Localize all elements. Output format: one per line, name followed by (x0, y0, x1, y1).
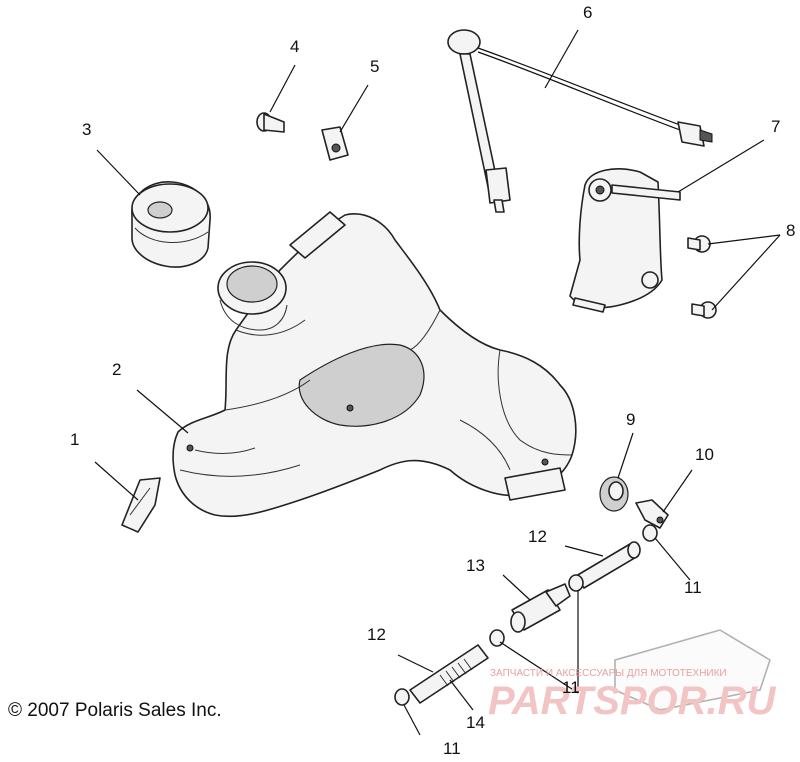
watermark-tagline: ЗАПЧАСТИ И АКСЕССУАРЫ ДЛЯ МОТОТЕХНИКИ (490, 668, 727, 679)
callout-3: 3 (82, 120, 91, 139)
callout-7: 7 (771, 117, 780, 136)
watermark: ЗАПЧАСТИ И АКСЕССУАРЫ ДЛЯ МОТОТЕХНИКИ PA… (488, 668, 777, 723)
part-3-fuel-cap (131, 181, 211, 268)
part-13-fuel-filter (510, 583, 571, 633)
callout-14: 14 (466, 713, 485, 732)
callout-8: 8 (786, 221, 795, 240)
callout-6: 6 (583, 3, 592, 22)
callout-11-lower: 11 (443, 739, 461, 758)
copyright-notice: © 2007 Polaris Sales Inc. (8, 700, 222, 721)
callout-5: 5 (370, 57, 379, 76)
part-14-hose-spring (439, 658, 473, 687)
part-12-hose-lower (409, 644, 489, 704)
part-5-clip-nut (321, 126, 349, 161)
callout-9: 9 (626, 410, 635, 429)
callout-4: 4 (290, 37, 299, 56)
faded-bracket (614, 629, 771, 711)
part-7-shield (569, 168, 681, 313)
part-4-bolt (256, 112, 285, 133)
leader-lines (94, 29, 781, 736)
callout-12-upper: 12 (528, 527, 547, 546)
part-11-clamps (394, 524, 658, 706)
part-6-fuel-sender (447, 29, 713, 213)
watermark-brand: PARTSPOR.RU (488, 679, 777, 723)
part-1-bracket (121, 477, 161, 533)
callout-10: 10 (695, 445, 714, 464)
part-8-bolts (687, 235, 717, 319)
callout-numbers: 1 2 3 4 5 6 7 8 9 10 11 11 11 12 12 13 1… (70, 3, 795, 758)
callout-13: 13 (466, 556, 485, 575)
callout-12-lower: 12 (367, 625, 386, 644)
callout-11-upper: 11 (684, 578, 702, 597)
callout-1: 1 (70, 430, 79, 449)
callout-2: 2 (112, 360, 121, 379)
fuel-tank (172, 211, 577, 518)
callout-11-middle: 11 (562, 678, 580, 697)
part-9-grommet (599, 476, 629, 512)
part-12-hose-upper (575, 541, 641, 589)
part-10-fitting (635, 499, 669, 529)
